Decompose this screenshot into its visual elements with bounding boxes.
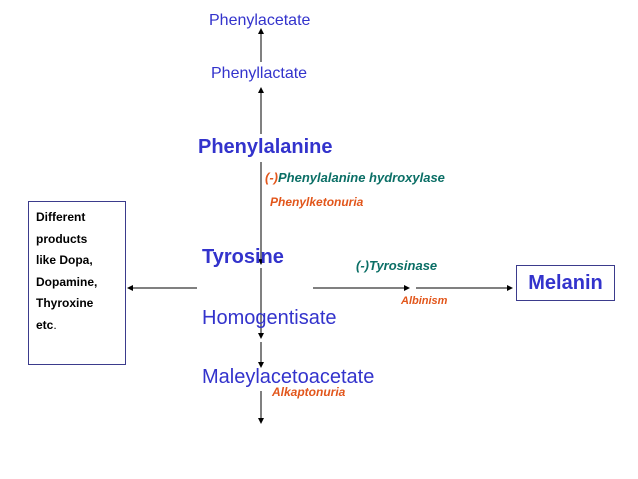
compound-tyrosine: Tyrosine — [202, 246, 284, 268]
products-period: . — [53, 317, 57, 332]
disorder-phenylketonuria: Phenylketonuria — [270, 195, 364, 209]
compound-phenyllactate: Phenyllactate — [211, 65, 308, 82]
products-line: products — [36, 231, 88, 246]
enzyme-phenylalanine-hydroxylase: (-)Phenylalanine hydroxylase — [265, 171, 445, 184]
compound-maleylacetoacetate: Maleylacetoacetate — [202, 366, 375, 388]
enzyme-pah-inhibited-prefix: (-) — [265, 170, 278, 185]
products-line: like Dopa, — [36, 253, 93, 267]
products-line: Dopamine, — [36, 274, 98, 289]
disorder-albinism: Albinism — [401, 295, 448, 307]
compound-phenylacetate: Phenylacetate — [209, 12, 311, 29]
products-etc: etc — [36, 317, 54, 332]
products-line: Thyroxine — [36, 296, 94, 310]
products-line: Different — [36, 210, 86, 224]
disorder-alkaptonuria: Alkaptonuria — [272, 385, 346, 399]
enzyme-tyrosinase: (-)Tyrosinase — [356, 258, 438, 273]
products-line-last: etc. — [36, 315, 125, 337]
compound-phenylalanine: Phenylalanine — [198, 136, 333, 158]
enzyme-pah-name: Phenylalanine hydroxylase — [278, 170, 445, 185]
compound-melanin: Melanin — [528, 271, 603, 294]
compound-melanin-box: Melanin — [516, 265, 615, 301]
compound-homogentisate: Homogentisate — [202, 307, 337, 329]
other-products-box: Different products like Dopa, Dopamine, … — [28, 201, 126, 365]
